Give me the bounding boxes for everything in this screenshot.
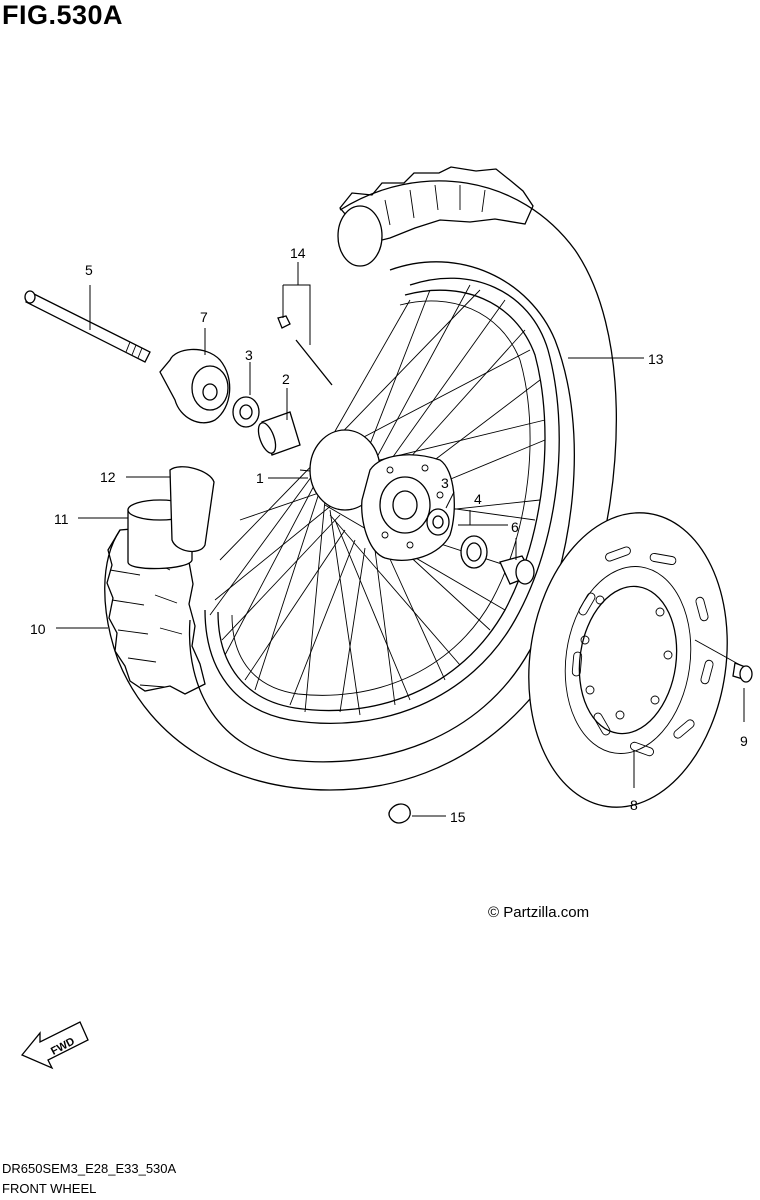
brake-disc [528,512,728,808]
callout-7: 7 [200,309,208,325]
callout-14: 14 [290,245,306,261]
spacer-right [499,555,535,585]
tire-clip [388,803,411,824]
callout-10: 10 [30,621,46,637]
callout-9: 9 [740,733,748,749]
callout-6: 6 [511,519,519,535]
diagram-code: DR650SEM3_E28_E33_530A [2,1161,177,1176]
callout-11: 11 [54,511,69,527]
speedometer-gearbox [159,348,231,424]
axle [24,290,151,363]
fwd-arrow: FWD [20,1021,89,1070]
disc-bolt [732,662,753,683]
callout-labels: 1 2 3 3 4 5 6 7 8 9 10 11 12 13 14 15 [30,245,748,825]
callout-12: 12 [100,469,116,485]
copyright-notice: © Partzilla.com [488,904,590,921]
callout-13: 13 [648,351,664,367]
leader-lines [56,262,745,817]
callout-8: 8 [630,797,638,813]
bearing-left [232,396,260,428]
spoke-set [277,315,333,386]
figure-title: FIG.530A [2,0,124,30]
hub [309,429,455,561]
callout-4: 4 [474,491,482,507]
callout-5: 5 [85,262,93,278]
diagram-name: FRONT WHEEL [2,1181,97,1196]
oil-seal [460,535,488,569]
rim-band [169,466,215,553]
bearing-right [426,508,450,536]
callout-3-right: 3 [441,475,449,491]
callout-3-left: 3 [245,347,253,363]
callout-1: 1 [256,470,264,486]
spacer [257,411,301,456]
callout-15: 15 [450,809,466,825]
callout-2: 2 [282,371,290,387]
